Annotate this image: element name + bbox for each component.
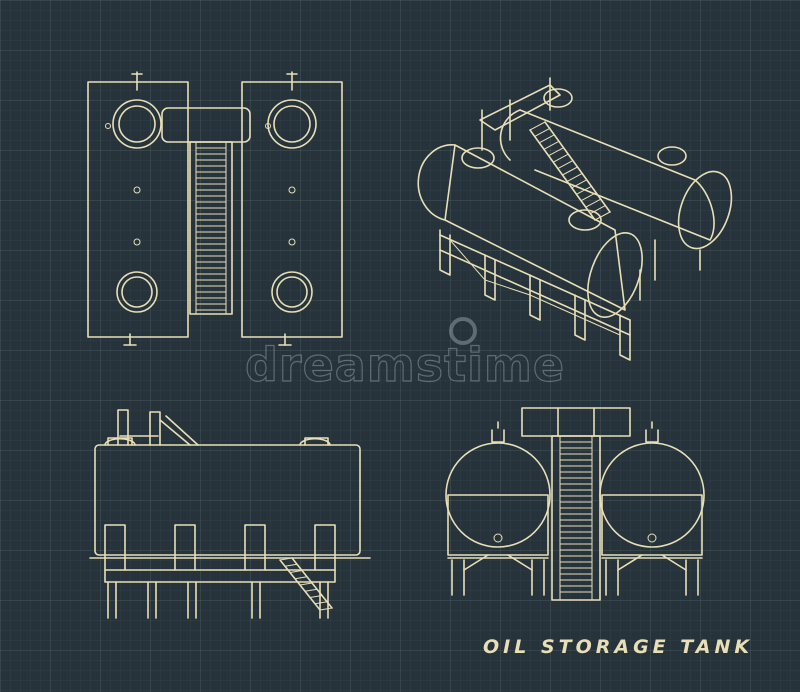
stair-tread <box>314 601 328 605</box>
stair-tread <box>552 153 569 163</box>
stair-tread <box>289 570 303 573</box>
stair-tread <box>594 211 611 221</box>
stair-tread <box>562 166 578 176</box>
stair-tread <box>304 588 318 592</box>
stair-tread <box>279 557 293 561</box>
stair-tread <box>534 127 550 137</box>
stair-tread <box>299 582 313 586</box>
stair-tread <box>571 179 588 189</box>
watermark-logo-icon <box>449 317 477 345</box>
stair-tread <box>284 563 298 567</box>
stair-tread <box>576 185 592 195</box>
stair-tread <box>580 192 597 202</box>
stair-tread <box>590 205 606 215</box>
side-view <box>89 409 371 619</box>
stair-tread <box>543 140 560 150</box>
stair-tread <box>529 121 546 131</box>
stair-tread <box>539 134 555 144</box>
stair-tread <box>294 576 308 580</box>
isometric-view <box>417 77 733 361</box>
stair-tread <box>557 160 574 170</box>
front-view <box>445 407 705 601</box>
top-view <box>87 71 343 346</box>
watermark-text: dreamstime <box>244 337 566 392</box>
stair-tread <box>566 172 583 182</box>
stair-tread <box>548 147 564 157</box>
stair-tread <box>309 595 323 598</box>
stair-tread <box>319 607 333 611</box>
stair-tread <box>585 198 601 208</box>
drawing-title: OIL STORAGE TANK <box>483 636 754 658</box>
